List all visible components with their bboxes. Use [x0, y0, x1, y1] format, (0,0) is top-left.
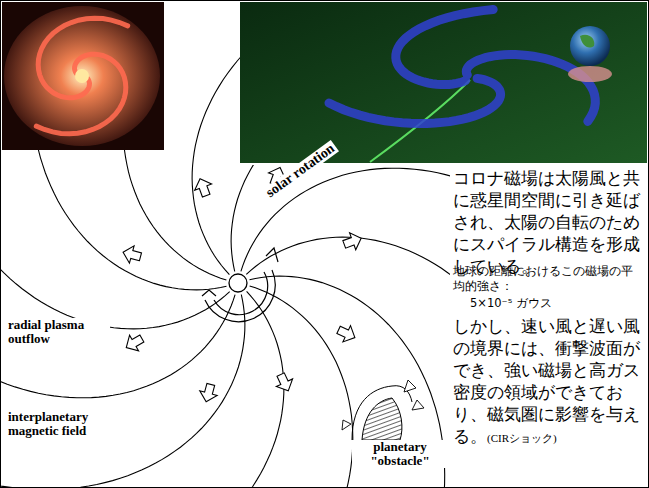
planetary-obstacle	[342, 380, 424, 440]
outflow-arrow	[197, 382, 219, 404]
outflow-arrow	[121, 243, 143, 265]
heliosphere-image	[240, 2, 647, 163]
outflow-arrows	[121, 164, 364, 404]
outflow-arrow	[272, 371, 296, 395]
field-ribbon	[466, 55, 595, 122]
description-text: コロナ磁場は太陽風と共に惑星間空間に引き延ばされ、太陽の自転のためにスパイラル構…	[453, 168, 643, 278]
outflow-arrow	[122, 331, 147, 356]
rotation-arc	[202, 248, 278, 322]
outflow-arrow	[192, 176, 215, 199]
cir-tag: (CIRショック)	[487, 432, 557, 444]
corona-image	[2, 2, 164, 150]
field-line	[0, 267, 235, 398]
field-ribbon	[396, 10, 493, 85]
obstacle-label: planetary "obstacle"	[352, 440, 448, 468]
corona-arm	[36, 54, 126, 134]
field-line	[0, 295, 245, 488]
sun	[229, 274, 247, 292]
field-ribbon	[329, 78, 501, 123]
outflow-arrow	[341, 230, 364, 253]
field-label: interplanetary magnetic field	[6, 410, 122, 438]
outflow-label: radial plasma outflow	[6, 318, 110, 346]
field-line	[222, 286, 353, 488]
note-text: 地球の距離におけるこの磁場の平均的強さ：	[453, 264, 643, 294]
cir-text: しかし、速い風と遅い風の境界には、衝撃波面ができ、強い磁場と高ガス密度の領域がで…	[453, 316, 643, 449]
field-strength: 5×10⁻⁵ ガウス	[470, 296, 630, 311]
outflow-arrow	[335, 322, 359, 346]
